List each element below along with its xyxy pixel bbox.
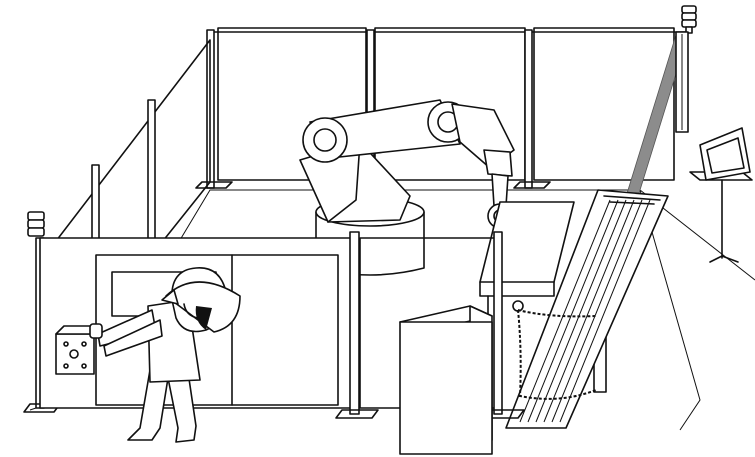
control-cabinet-icon [400,306,492,454]
control-terminal-icon [690,128,752,262]
